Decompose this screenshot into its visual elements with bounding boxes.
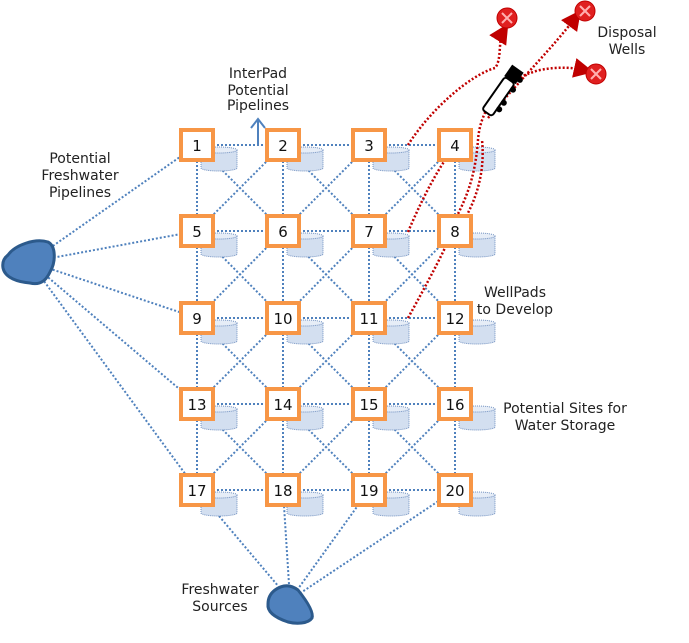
freshwater-pipelines [29, 144, 456, 601]
disposal-route [406, 18, 575, 233]
wellpad-12[interactable]: 12 [437, 301, 473, 335]
wellpad-number: 15 [359, 396, 378, 414]
wellpad-number: 11 [359, 310, 378, 328]
wellpad-9[interactable]: 9 [179, 301, 215, 335]
wellpad-number: 13 [187, 396, 206, 414]
wellpad-number: 16 [445, 396, 464, 414]
freshwater-pipelines-label-1: Potential [49, 151, 110, 167]
wellpad-15[interactable]: 15 [351, 387, 387, 421]
disposal-well-icon [585, 63, 607, 85]
disposal-wells-label-1: Disposal [597, 25, 656, 41]
disposal-well-icon [496, 7, 518, 29]
freshwater-pipeline [29, 261, 198, 491]
freshwater-pipelines-label-3: Pipelines [49, 185, 111, 201]
wellpad-4[interactable]: 4 [437, 128, 473, 162]
wellpad-number: 10 [273, 310, 292, 328]
wellpad-number: 20 [445, 482, 464, 500]
wellpad-number: 12 [445, 310, 464, 328]
wellpad-16[interactable]: 16 [437, 387, 473, 421]
wellpad-number: 4 [450, 137, 460, 155]
wellpad-6[interactable]: 6 [265, 214, 301, 248]
wellpad-number: 2 [278, 137, 288, 155]
wellpad-number: 1 [192, 137, 202, 155]
wellpad-20[interactable]: 20 [437, 473, 473, 507]
arrow-up-icon [250, 117, 266, 146]
freshwater-pipeline [29, 261, 198, 405]
disposal-routes [406, 18, 594, 319]
freshwater-pipeline [289, 489, 370, 601]
wellpad-number: 5 [192, 223, 202, 241]
freshwater-pipeline [29, 261, 198, 319]
wellpad-19[interactable]: 19 [351, 473, 387, 507]
interpad-label-3: Pipelines [227, 98, 289, 114]
disposal-wells-label-2: Wells [609, 42, 646, 58]
wellpad-number: 9 [192, 310, 202, 328]
freshwater-source-bottom-icon [266, 584, 314, 625]
wellpad-number: 17 [187, 482, 206, 500]
wellpad-1[interactable]: 1 [179, 128, 215, 162]
wellpad-number: 3 [364, 137, 374, 155]
wellpad-13[interactable]: 13 [179, 387, 215, 421]
storage-label-2: Water Storage [515, 418, 616, 434]
wellpad-3[interactable]: 3 [351, 128, 387, 162]
wellpad-number: 6 [278, 223, 288, 241]
wellpad-10[interactable]: 10 [265, 301, 301, 335]
wellpad-number: 8 [450, 223, 460, 241]
freshwater-pipeline [29, 144, 198, 263]
freshwater-sources-label-1: Freshwater [181, 582, 258, 598]
wellpad-8[interactable]: 8 [437, 214, 473, 248]
wellpad-11[interactable]: 11 [351, 301, 387, 335]
wellpad-14[interactable]: 14 [265, 387, 301, 421]
wellpad-number: 19 [359, 482, 378, 500]
wellpad-7[interactable]: 7 [351, 214, 387, 248]
storage-label-1: Potential Sites for [503, 401, 627, 417]
wellpad-2[interactable]: 2 [265, 128, 301, 162]
wellpad-18[interactable]: 18 [265, 473, 301, 507]
freshwater-sources-label-2: Sources [192, 599, 247, 615]
freshwater-pipeline [29, 230, 198, 263]
interpad-label: InterPad [229, 66, 287, 82]
wellpad-17[interactable]: 17 [179, 473, 215, 507]
wellpad-number: 7 [364, 223, 374, 241]
disposal-well-icon [574, 0, 596, 22]
interpad-pipelines [196, 144, 456, 491]
freshwater-source-left-icon [1, 239, 56, 286]
wellpads-label-1: WellPads [484, 285, 546, 301]
wellpads-label-2: to Develop [477, 302, 553, 318]
truck-icon [482, 64, 524, 117]
wellpad-number: 18 [273, 482, 292, 500]
wellpad-number: 14 [273, 396, 292, 414]
disposal-route [456, 139, 484, 231]
freshwater-pipeline [289, 489, 456, 601]
freshwater-pipelines-label-2: Freshwater [41, 168, 118, 184]
disposal-route [406, 23, 509, 146]
wellpad-5[interactable]: 5 [179, 214, 215, 248]
interpad-label-2: Potential [227, 83, 288, 99]
